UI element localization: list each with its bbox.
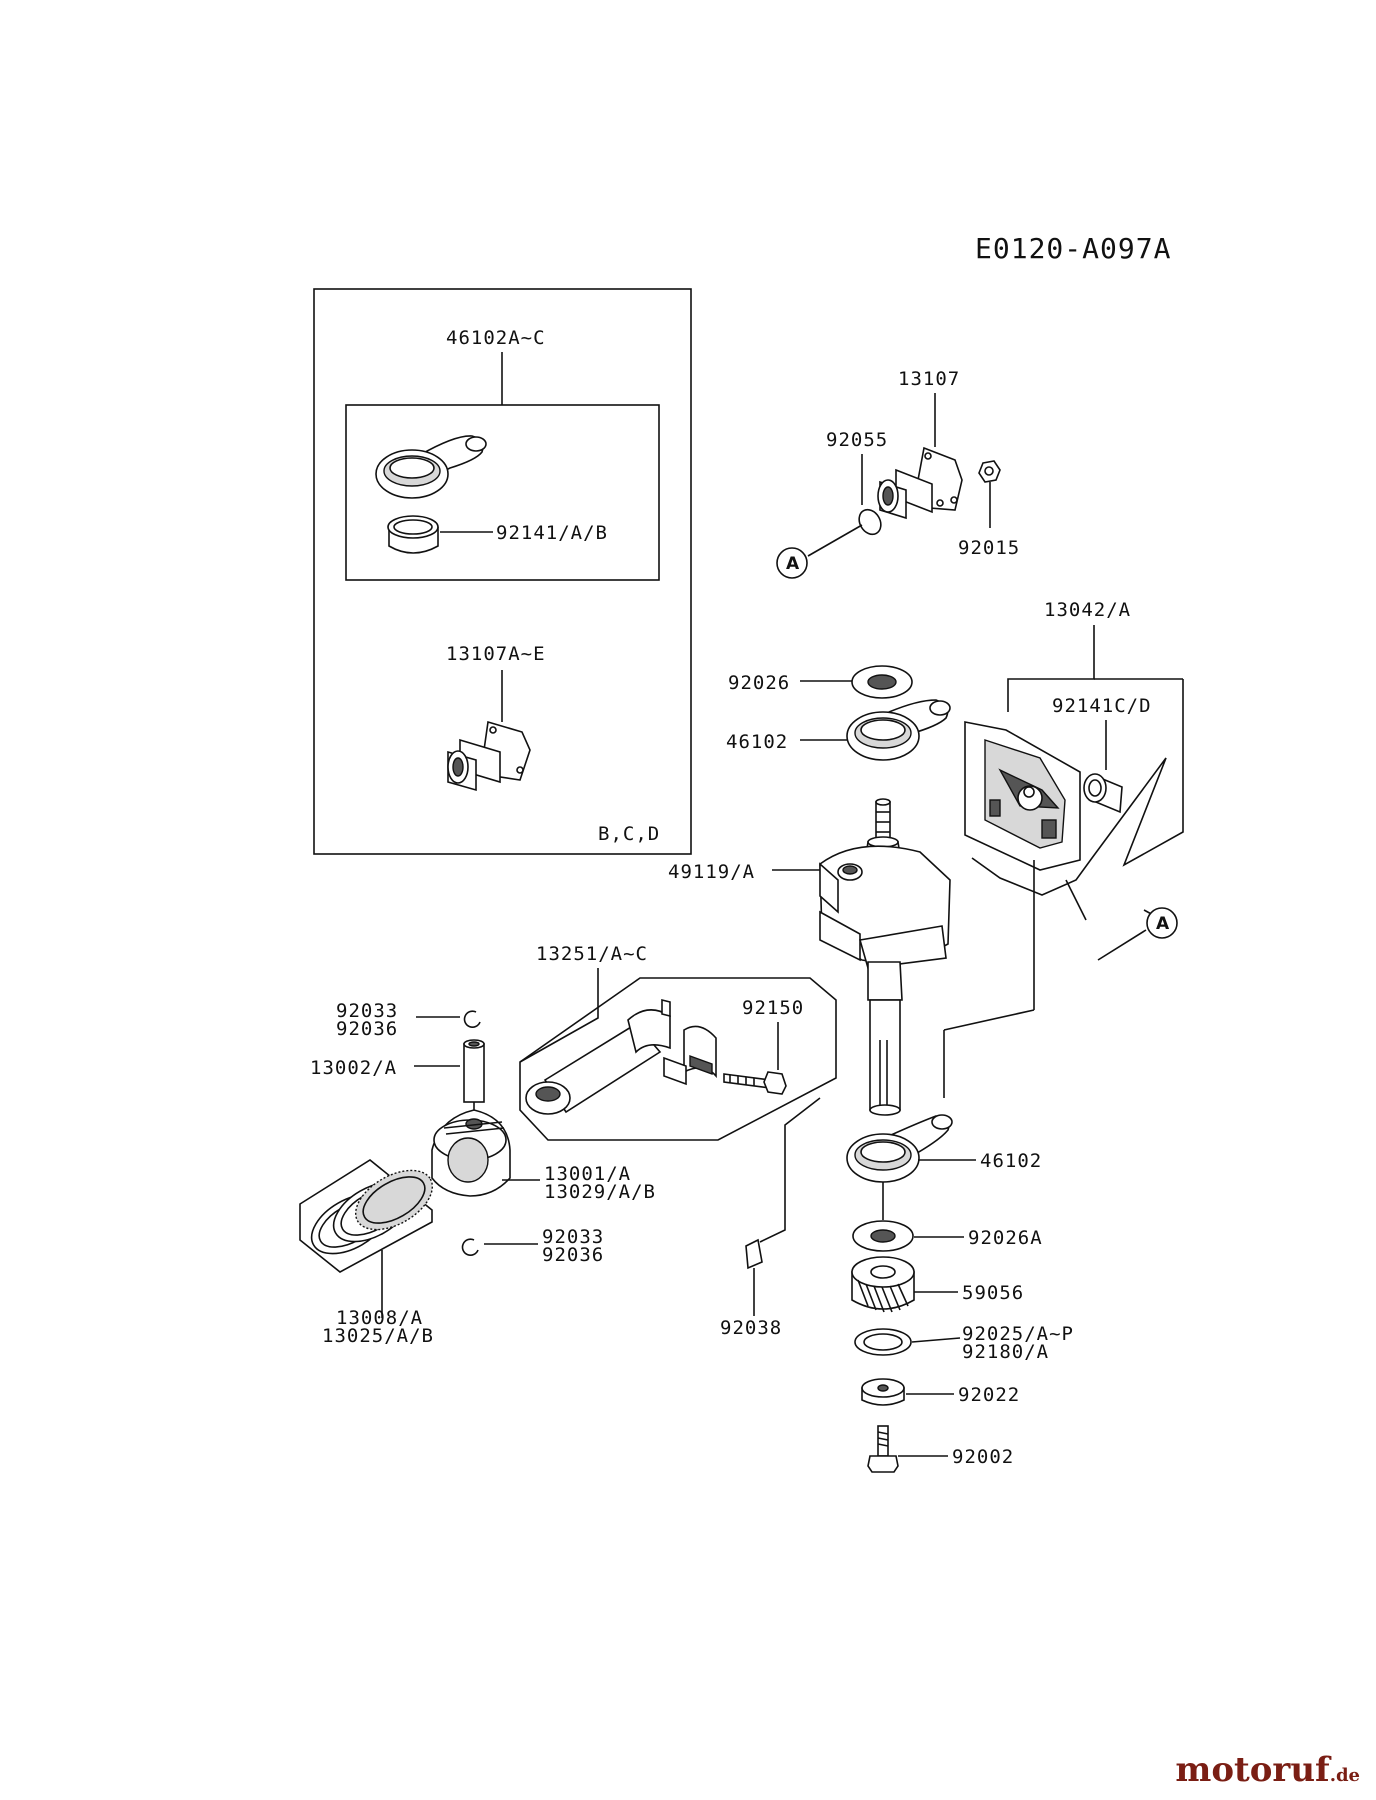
crankcase-cover-13042[interactable] bbox=[964, 721, 1081, 871]
circlip-bottom[interactable] bbox=[461, 1238, 479, 1256]
label-92055: 92055 bbox=[826, 429, 888, 451]
label-92033-bottom: 92033 bbox=[542, 1226, 604, 1248]
watermark-logo: motoruf.de bbox=[1175, 1750, 1360, 1790]
piston-pin-13002[interactable] bbox=[463, 1039, 485, 1103]
label-92025-a-p: 92025/A~P bbox=[962, 1323, 1074, 1345]
label-13029-a-b: 13029/A/B bbox=[544, 1181, 656, 1203]
thrust-washer-92026a[interactable] bbox=[852, 1220, 914, 1252]
label-49119-a: 49119/A bbox=[668, 861, 755, 883]
connecting-rod-13251[interactable] bbox=[525, 998, 717, 1115]
bearing-holder-46102-bottom[interactable] bbox=[846, 1114, 953, 1183]
label-92141c-d: 92141C/D bbox=[1052, 695, 1152, 717]
label-13251-a-c: 13251/A~C bbox=[536, 943, 648, 965]
inset-box: 46102A~C 92141/A/B 13107A~E B,C,D bbox=[313, 288, 692, 855]
label-92026a: 92026A bbox=[968, 1227, 1043, 1249]
label-13001-a: 13001/A bbox=[544, 1163, 631, 1185]
diagram-code: E0120-A097A bbox=[975, 232, 1171, 265]
label-92150: 92150 bbox=[742, 997, 804, 1019]
inset-box-frame bbox=[313, 288, 692, 855]
piston-13001[interactable] bbox=[431, 1109, 511, 1197]
label-13107: 13107 bbox=[898, 368, 960, 390]
label-92022: 92022 bbox=[958, 1384, 1020, 1406]
label-92036-bottom: 92036 bbox=[542, 1244, 604, 1266]
label-13042-a: 13042/A bbox=[1044, 599, 1131, 621]
piston-rings-13008[interactable] bbox=[302, 1158, 443, 1266]
inset-crank-shaft-housing[interactable] bbox=[447, 720, 531, 792]
svg-text:A: A bbox=[1156, 914, 1170, 934]
nut-92015[interactable] bbox=[978, 460, 1001, 483]
label-13008-a: 13008/A bbox=[336, 1307, 423, 1329]
ring-set-frame bbox=[299, 1159, 433, 1273]
label-13107a-e: 13107A~E bbox=[446, 643, 546, 665]
label-92015: 92015 bbox=[958, 537, 1020, 559]
shaft-housing-13107[interactable] bbox=[877, 446, 963, 520]
o-ring-92055[interactable] bbox=[855, 506, 885, 539]
label-13025-a-b: 13025/A/B bbox=[322, 1325, 434, 1347]
label-59056: 59056 bbox=[962, 1282, 1024, 1304]
callout-a-right: A bbox=[1146, 907, 1178, 939]
label-92026: 92026 bbox=[728, 672, 790, 694]
label-46102-top: 46102 bbox=[726, 731, 788, 753]
label-92002: 92002 bbox=[952, 1446, 1014, 1468]
bolt-92002[interactable] bbox=[867, 1425, 899, 1473]
conrod-kit-frame bbox=[519, 977, 837, 1141]
label-92033-top: 92033 bbox=[336, 1000, 398, 1022]
svg-text:A: A bbox=[786, 554, 800, 574]
shim-92025[interactable] bbox=[854, 1328, 912, 1356]
label-92036-top: 92036 bbox=[336, 1018, 398, 1040]
bearing-92141c-d[interactable] bbox=[1083, 773, 1123, 814]
conrod-bolt-92150[interactable] bbox=[723, 1071, 787, 1095]
thrust-washer-92026[interactable] bbox=[851, 665, 913, 699]
crank-gear-59056[interactable] bbox=[851, 1256, 915, 1313]
variants-note: B,C,D bbox=[598, 823, 660, 845]
inset-bearing-holder[interactable] bbox=[375, 435, 487, 499]
label-13002-a: 13002/A bbox=[310, 1057, 397, 1079]
circlip-top[interactable] bbox=[463, 1010, 481, 1028]
inset-bearing-sleeve[interactable] bbox=[387, 515, 439, 554]
bearing-holder-46102-top[interactable] bbox=[846, 699, 951, 761]
callout-a-top: A bbox=[776, 547, 808, 579]
woodruff-key-92038[interactable] bbox=[745, 1238, 763, 1270]
label-92180-a: 92180/A bbox=[962, 1341, 1049, 1363]
label-46102a-c: 46102A~C bbox=[446, 327, 546, 349]
label-92038: 92038 bbox=[720, 1317, 782, 1339]
label-46102-bottom: 46102 bbox=[980, 1150, 1042, 1172]
label-92141-a-b: 92141/A/B bbox=[496, 522, 608, 544]
crankshaft-49119[interactable] bbox=[819, 798, 951, 1116]
collar-92022[interactable] bbox=[861, 1378, 905, 1406]
